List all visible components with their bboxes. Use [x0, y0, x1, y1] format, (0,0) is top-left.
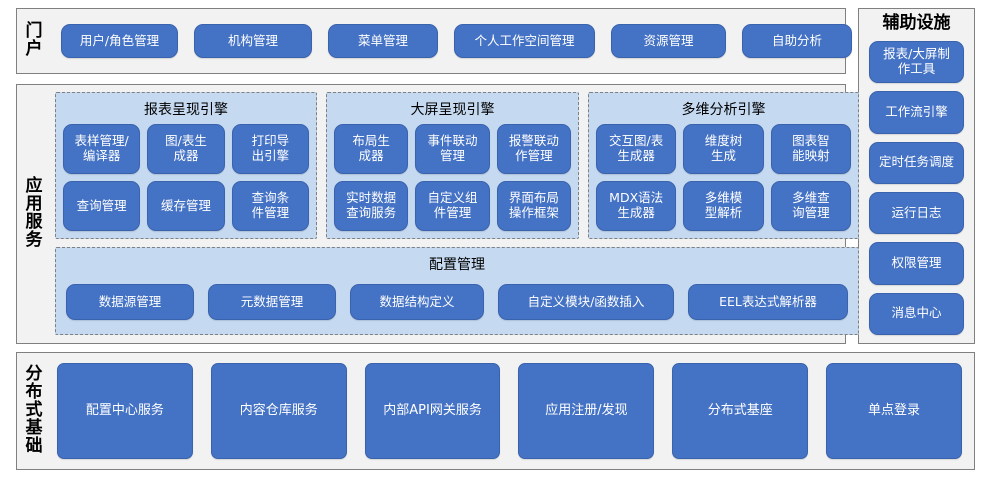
distributed-foundation-row: 配置中心服务 内容仓库服务 内部API网关服务 应用注册/发现 分布式基座 单点… [51, 353, 974, 469]
application-services-label: 应用服务 [25, 176, 43, 250]
report-item-query-condition-management[interactable]: 查询条 件管理 [231, 181, 309, 231]
screen-item-custom-component-management[interactable]: 自定义组 件管理 [415, 181, 490, 231]
multi-item-multidimensional-query-management[interactable]: 多维查 询管理 [770, 181, 851, 231]
multi-item-multidimensional-model-parsing[interactable]: 多维模 型解析 [683, 181, 764, 231]
portal-item-user-role-management[interactable]: 用户/角色管理 [61, 24, 178, 58]
large-screen-rendering-engine-group: 大屏呈现引擎 布局生 成器 事件联动 管理 报警联动 作管理 实时数据 查询服务… [326, 92, 579, 239]
aux-item-workflow-engine[interactable]: 工作流引擎 [869, 91, 964, 134]
screen-item-alarm-linkage-action-management[interactable]: 报警联动 作管理 [496, 124, 571, 174]
multidimensional-analysis-engine-grid: 交互图/表 生成器 维度树 生成 图表智 能映射 MDX语法 生成器 多维模 型… [596, 124, 851, 231]
report-item-template-management-compiler[interactable]: 表样管理/ 编译器 [63, 124, 141, 174]
aux-item-report-screen-authoring-tool[interactable]: 报表/大屏制 作工具 [869, 40, 964, 84]
multidimensional-analysis-engine-title: 多维分析引擎 [681, 102, 766, 118]
report-item-print-export-engine[interactable]: 打印导 出引擎 [231, 124, 309, 174]
dist-item-content-repository-service[interactable]: 内容仓库服务 [210, 363, 347, 459]
aux-item-message-center[interactable]: 消息中心 [869, 292, 964, 335]
portal-item-personal-workspace-management[interactable]: 个人工作空间管理 [454, 24, 595, 58]
screen-item-ui-layout-operation-framework[interactable]: 界面布局 操作框架 [496, 181, 571, 231]
screen-item-realtime-data-query-service[interactable]: 实时数据 查询服务 [334, 181, 409, 231]
multidimensional-analysis-engine-group: 多维分析引擎 交互图/表 生成器 维度树 生成 图表智 能映射 MDX语法 生成… [588, 92, 859, 239]
aux-item-scheduled-task-scheduler[interactable]: 定时任务调度 [869, 141, 964, 184]
dist-item-app-registration-discovery[interactable]: 应用注册/发现 [518, 363, 655, 459]
config-item-datasource-management[interactable]: 数据源管理 [66, 284, 194, 320]
configuration-management-group: 配置管理 数据源管理 元数据管理 数据结构定义 自定义模块/函数插入 EEL表达… [55, 247, 859, 335]
report-item-cache-management[interactable]: 缓存管理 [147, 181, 225, 231]
dist-item-single-sign-on[interactable]: 单点登录 [826, 363, 962, 459]
portal-button-row: 用户/角色管理 机构管理 菜单管理 个人工作空间管理 资源管理 自助分析 [51, 24, 852, 58]
portal-label: 门户 [25, 21, 43, 59]
multi-item-dimension-tree-generation[interactable]: 维度树 生成 [683, 124, 764, 174]
multi-item-interactive-chart-table-generator[interactable]: 交互图/表 生成器 [596, 124, 677, 174]
auxiliary-facilities-label: 辅助设施 [882, 13, 951, 33]
portal-item-org-management[interactable]: 机构管理 [194, 24, 312, 58]
screen-item-layout-generator[interactable]: 布局生 成器 [334, 124, 409, 174]
multi-item-mdx-syntax-generator[interactable]: MDX语法 生成器 [596, 181, 677, 231]
config-item-metadata-management[interactable]: 元数据管理 [208, 284, 336, 320]
configuration-management-title: 配置管理 [429, 257, 485, 273]
auxiliary-facilities-list: 报表/大屏制 作工具 工作流引擎 定时任务调度 运行日志 权限管理 消息中心 [859, 37, 974, 343]
aux-item-runtime-log[interactable]: 运行日志 [869, 191, 964, 235]
distributed-foundation-panel: 分布式基础 配置中心服务 内容仓库服务 内部API网关服务 应用注册/发现 分布… [16, 352, 975, 470]
portal-item-self-service-analysis[interactable]: 自助分析 [742, 24, 852, 58]
multi-item-chart-smart-mapping[interactable]: 图表智 能映射 [770, 124, 851, 174]
portal-item-resource-management[interactable]: 资源管理 [611, 24, 726, 58]
dist-item-internal-api-gateway-service[interactable]: 内部API网关服务 [364, 363, 501, 459]
application-services-panel: 应用服务 报表呈现引擎 表样管理/ 编译器 图/表生 成器 打印导 出引擎 查询… [16, 84, 859, 344]
large-screen-rendering-engine-title: 大屏呈现引擎 [410, 102, 495, 118]
report-rendering-engine-group: 报表呈现引擎 表样管理/ 编译器 图/表生 成器 打印导 出引擎 查询管理 缓存… [55, 92, 317, 239]
report-rendering-engine-grid: 表样管理/ 编译器 图/表生 成器 打印导 出引擎 查询管理 缓存管理 查询条 … [63, 124, 309, 231]
dist-item-config-center-service[interactable]: 配置中心服务 [57, 363, 193, 459]
config-item-data-structure-definition[interactable]: 数据结构定义 [350, 284, 484, 320]
portal-panel: 门户 用户/角色管理 机构管理 菜单管理 个人工作空间管理 资源管理 自助分析 [16, 8, 852, 74]
configuration-management-row: 数据源管理 元数据管理 数据结构定义 自定义模块/函数插入 EEL表达式解析器 [66, 279, 848, 325]
auxiliary-facilities-panel: 辅助设施 报表/大屏制 作工具 工作流引擎 定时任务调度 运行日志 权限管理 消… [858, 8, 975, 344]
distributed-foundation-label: 分布式基础 [25, 364, 43, 456]
config-item-custom-module-function-insertion[interactable]: 自定义模块/函数插入 [498, 284, 674, 320]
engines-row: 报表呈现引擎 表样管理/ 编译器 图/表生 成器 打印导 出引擎 查询管理 缓存… [55, 92, 859, 239]
aux-item-permission-management[interactable]: 权限管理 [869, 242, 964, 285]
portal-item-menu-management[interactable]: 菜单管理 [328, 24, 438, 58]
config-item-eel-expression-parser[interactable]: EEL表达式解析器 [688, 284, 848, 320]
report-item-query-management[interactable]: 查询管理 [63, 181, 141, 231]
large-screen-rendering-engine-grid: 布局生 成器 事件联动 管理 报警联动 作管理 实时数据 查询服务 自定义组 件… [334, 124, 571, 231]
screen-item-event-linkage-management[interactable]: 事件联动 管理 [415, 124, 490, 174]
dist-item-distributed-foundation[interactable]: 分布式基座 [672, 363, 809, 459]
report-item-chart-table-generator[interactable]: 图/表生 成器 [147, 124, 225, 174]
report-rendering-engine-title: 报表呈现引擎 [144, 102, 228, 118]
application-services-content: 报表呈现引擎 表样管理/ 编译器 图/表生 成器 打印导 出引擎 查询管理 缓存… [51, 85, 867, 343]
